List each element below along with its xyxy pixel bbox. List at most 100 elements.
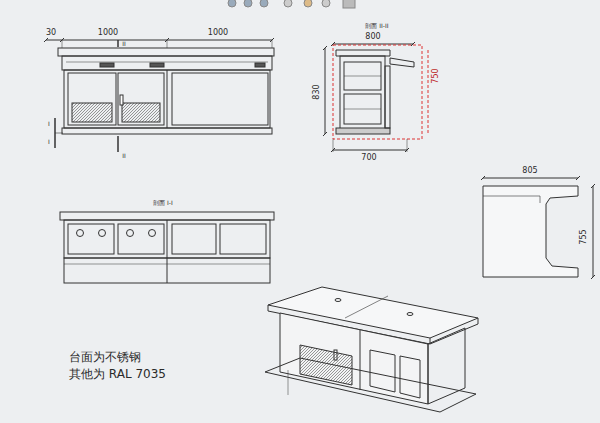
section-view-ii [323,42,428,152]
drawing-sheet-part [44,0,595,412]
isometric-view-part [407,313,413,316]
front-view-part [117,136,119,152]
front-view-part [72,103,112,122]
section-mark: I [47,139,51,145]
section-view-i-part [99,230,106,237]
note-text: 其他为 RAL 7035 [68,368,167,380]
section-view-i-part [220,224,266,254]
section-view-ii-part [344,94,381,124]
side-profile-part [593,186,594,277]
dimension: 755 [580,228,588,245]
front-view-part [167,70,168,128]
section-mark: I [47,121,51,127]
section-view-ii-part [333,45,422,139]
dimension: 30 [45,29,57,37]
section-view-i [60,212,274,283]
isometric-view-part [400,356,420,398]
toolbar-icons [228,0,355,8]
isometric-view-part [288,370,289,395]
section-view-i-part [64,258,270,283]
toolbar-icons-part [260,0,268,7]
section-view-ii-part [390,58,414,67]
front-view-part [46,40,272,41]
section-view-ii-part [323,46,327,50]
section-view-ii-part [344,62,381,90]
section-view-ii-part [333,139,334,152]
side-profile-part [483,186,578,277]
section-view-i-part [68,224,114,254]
isometric-view-part [370,350,395,392]
toolbar-icons-part [343,0,355,8]
front-view-part [58,48,274,56]
toolbar-icons-part [228,0,236,7]
section-view-i-part [77,230,84,237]
isometric-view-part [265,358,476,412]
section-view-ii-part [407,139,408,152]
dimension: 830 [313,83,321,100]
view-title: 剖面 I-I [152,200,174,206]
side-profile [481,176,595,279]
section-mark: II [121,153,127,159]
front-view-part [150,63,164,67]
toolbar-icons-part [304,0,312,7]
front-view-part [55,133,63,134]
isometric-view-part [300,345,352,385]
front-view-part [272,40,273,48]
front-view-part [167,40,168,48]
section-view-i-part [60,212,274,220]
section-view-ii-part [344,76,381,77]
front-view-part [120,95,123,105]
section-view-ii-part [344,109,381,110]
toolbar-icons-part [322,0,330,7]
section-view-ii-part [333,44,413,45]
section-view-ii-part [428,50,429,134]
side-profile-part [591,275,595,279]
front-view-part [117,40,119,47]
isometric-view-part [428,328,465,404]
section-view-ii-part [336,128,390,134]
view-title: 剖面 II-II [364,23,389,29]
section-view-ii-part [325,48,326,134]
section-view-ii-part [340,56,385,130]
side-profile-part [591,184,595,188]
front-view-part [66,62,268,63]
front-view-part [64,70,270,128]
section-view-i-part [64,264,270,265]
front-view-part [44,38,48,42]
section-view-i-part [172,224,216,254]
section-view-ii-part [385,66,390,128]
section-view-ii-part [323,132,327,136]
dimension: 1000 [207,29,229,37]
side-profile-part [576,176,580,180]
front-view-part [255,63,265,67]
front-view [44,38,274,152]
front-view-part [68,73,116,125]
dimension: 1000 [97,29,119,37]
section-mark: II [121,41,127,47]
isometric-view-part [360,330,361,390]
front-view-part [62,128,272,134]
dimension: 805 [521,167,538,175]
note-text: 台面为不锈钢 [68,351,142,363]
isometric-view-part [345,296,388,318]
front-view-part [62,40,63,48]
isometric-view-part [335,299,341,302]
section-view-i-part [127,230,134,237]
section-view-i-part [118,224,164,254]
dimension: 800 [364,33,381,41]
side-profile-part [483,178,578,179]
dimension: 700 [360,154,377,162]
toolbar-icons-part [284,0,292,7]
side-profile-part [483,196,540,203]
front-view-part [100,63,114,67]
section-view-ii-part [336,50,390,56]
isometric-view [265,287,478,412]
section-view-i-part [167,220,168,283]
section-view-ii-part [333,150,407,151]
section-view-i-part [149,230,156,237]
front-view-part [122,103,160,122]
toolbar-icons-part [244,0,252,7]
front-view-part [62,56,272,70]
front-view-part [172,73,268,125]
